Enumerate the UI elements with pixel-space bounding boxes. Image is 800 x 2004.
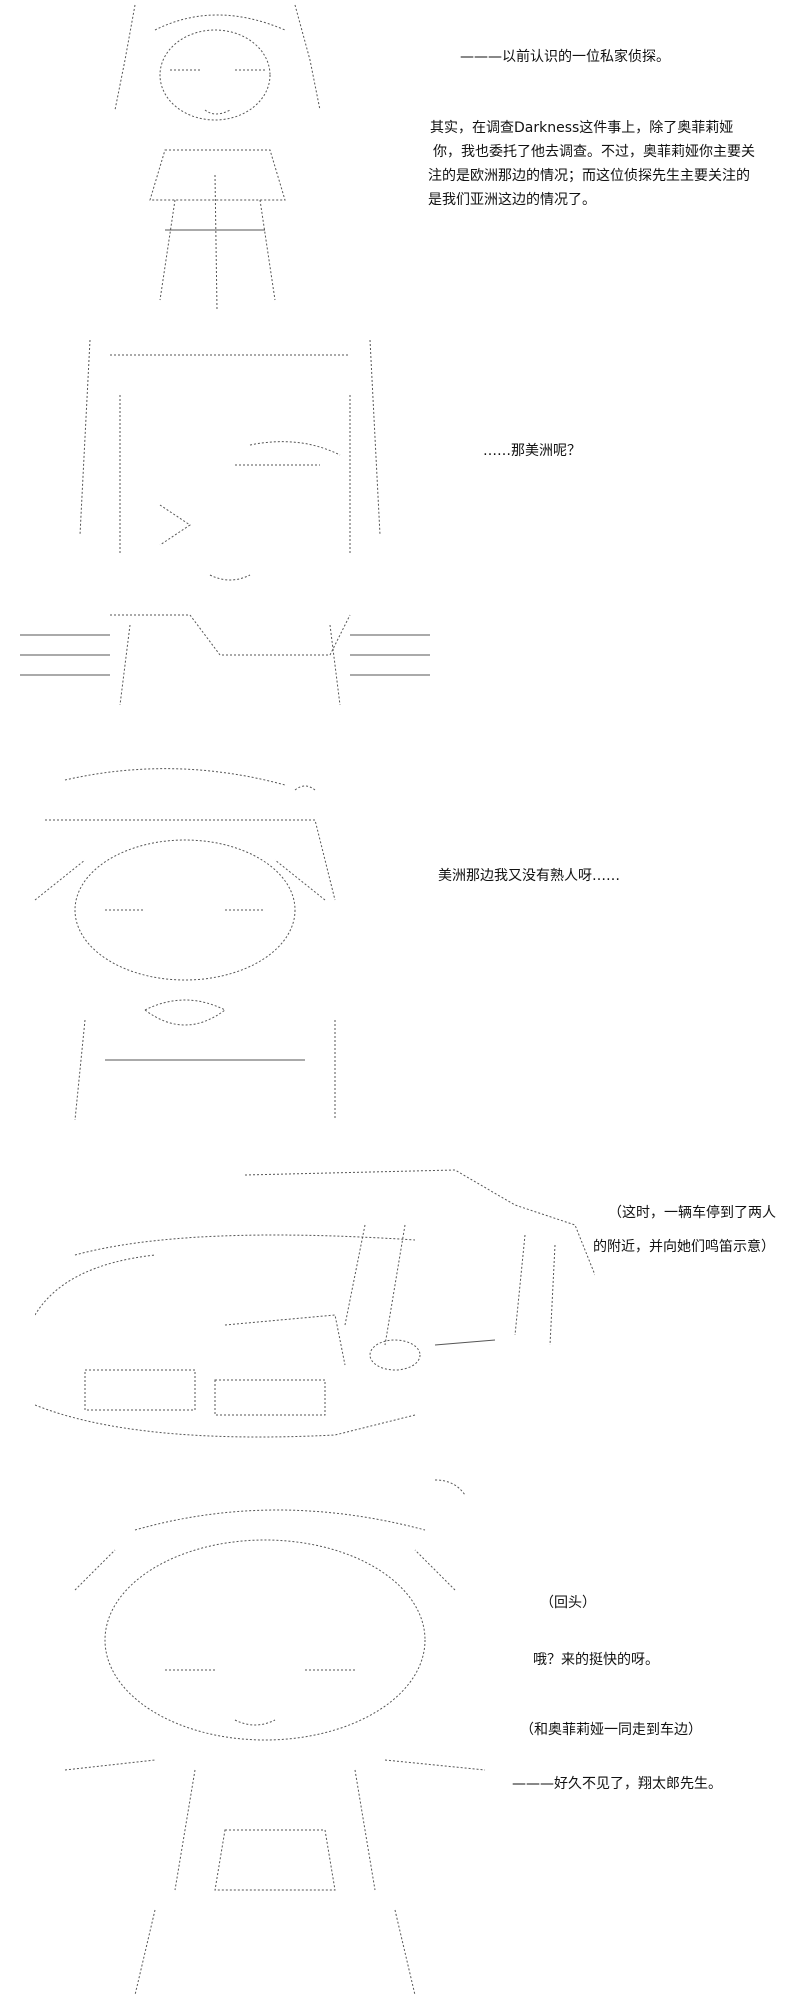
narration-line: （这时，一辆车停到了两人: [608, 1205, 776, 1221]
dialogue-line: ———好久不见了，翔太郎先生。: [512, 1776, 722, 1792]
dialogue-line: ……那美洲呢？: [483, 443, 581, 459]
ascii-art-girl-turning: [55, 1470, 495, 2000]
ascii-art-car: [34, 1165, 596, 1445]
narration-line: 的附近，并向她们鸣笛示意）: [593, 1239, 775, 1255]
dialogue-line: 你，我也委托了他去调查。不过，奥菲莉娅你主要关: [433, 144, 755, 160]
dialogue-line: 是我们亚洲这边的情况了。: [428, 192, 596, 208]
dialogue-line: 注的是欧洲那边的情况；而这位侦探先生主要关注的: [428, 168, 750, 184]
ascii-art-sleepy-girl: [20, 335, 440, 710]
dialogue-line: 其实，在调查Darkness这件事上，除了奥菲莉娅: [430, 120, 734, 136]
narration-line: ———以前认识的一位私家侦探。: [460, 49, 670, 65]
action-line: （和奥菲莉娅一同走到车边）: [520, 1722, 702, 1738]
ascii-art-girl-cap: [25, 760, 355, 1125]
dialogue-line: 美洲那边我又没有熟人呀……: [438, 868, 620, 884]
dialogue-line: 哦？来的挺快的呀。: [533, 1652, 659, 1668]
ascii-art-detective: [95, 0, 335, 315]
action-line: （回头）: [540, 1595, 596, 1611]
